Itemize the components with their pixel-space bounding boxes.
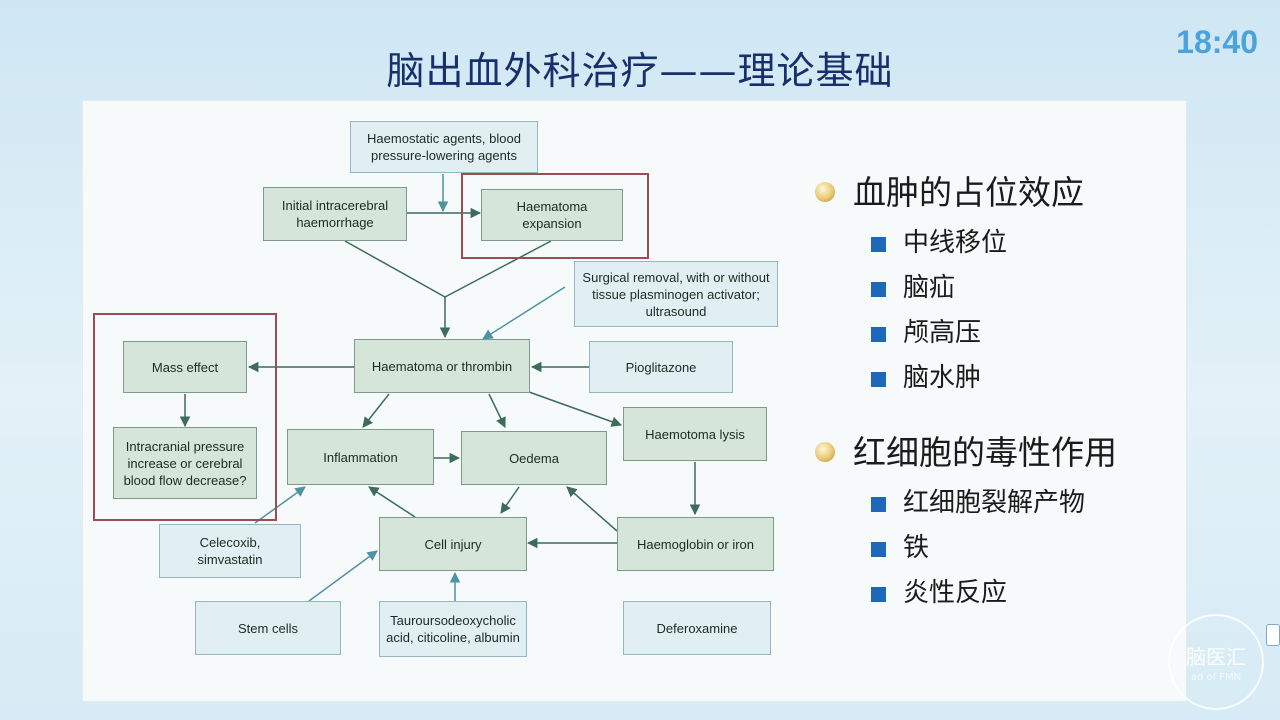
bullet-item: 颅高压 bbox=[813, 311, 1173, 356]
slide-panel: Haemostatic agents, blood pressure-lower… bbox=[82, 100, 1187, 702]
bullet-item: 脑疝 bbox=[813, 266, 1173, 311]
box-cell-injury: Cell injury bbox=[379, 517, 527, 571]
box-inflammation: Inflammation bbox=[287, 429, 434, 485]
box-surgical-removal: Surgical removal, with or without tissue… bbox=[574, 261, 778, 327]
arrow-haematoma-lysis bbox=[528, 391, 622, 427]
arrow-surgical-haematoma bbox=[482, 286, 566, 340]
bullet-group-mass-effect: 血肿的占位效应 bbox=[813, 171, 1173, 215]
bullet-item: 中线移位 bbox=[813, 221, 1173, 266]
bullet-item: 脑水肿 bbox=[813, 356, 1173, 401]
box-haematoma-expansion: Haematoma expansion bbox=[481, 189, 623, 241]
line-initial-converge bbox=[344, 240, 446, 298]
watermark-logo: 脑医汇 ad of FMN bbox=[1168, 614, 1264, 710]
square-bullet-icon bbox=[871, 237, 886, 252]
bullet-item: 铁 bbox=[813, 526, 1173, 571]
square-bullet-icon bbox=[871, 327, 886, 342]
box-haemotoma-lysis: Haemotoma lysis bbox=[623, 407, 767, 461]
bullet-list: 血肿的占位效应 中线移位 脑疝 颅高压 脑水肿 红细胞的毒性作用 红细胞裂解产物… bbox=[813, 171, 1173, 616]
box-mass-effect: Mass effect bbox=[123, 341, 247, 393]
bullet-dot-icon bbox=[815, 442, 835, 462]
watermark-text: 脑医汇 bbox=[1186, 645, 1246, 669]
bullet-item-text: 铁 bbox=[903, 533, 930, 563]
square-bullet-icon bbox=[871, 372, 886, 387]
bullet-item-text: 脑疝 bbox=[903, 273, 956, 303]
box-celecoxib: Celecoxib, simvastatin bbox=[159, 524, 301, 578]
diagram-arrows bbox=[179, 174, 701, 602]
arrow-haemoglobin-oedema bbox=[566, 486, 618, 532]
clock-display: 18:40 bbox=[1176, 24, 1258, 60]
box-haemostatic-agents: Haemostatic agents, blood pressure-lower… bbox=[350, 121, 538, 173]
square-bullet-icon bbox=[871, 542, 886, 557]
square-bullet-icon bbox=[871, 497, 886, 512]
bullet-title: 血肿的占位效应 bbox=[853, 173, 1084, 212]
bullet-item-text: 脑水肿 bbox=[903, 363, 982, 393]
square-bullet-icon bbox=[871, 282, 886, 297]
box-haemoglobin: Haemoglobin or iron bbox=[617, 517, 774, 571]
bullet-item-text: 炎性反应 bbox=[903, 578, 1008, 608]
box-intracranial-pressure: Intracranial pressure increase or cerebr… bbox=[113, 427, 257, 499]
bullet-dot-icon bbox=[815, 182, 835, 202]
box-stem-cells: Stem cells bbox=[195, 601, 341, 655]
watermark-tag-icon bbox=[1266, 624, 1280, 646]
arrow-stemcells-cellinjury bbox=[308, 550, 378, 602]
bullet-item-text: 红细胞裂解产物 bbox=[903, 488, 1086, 518]
bullet-item-text: 颅高压 bbox=[903, 318, 982, 348]
arrow-haematoma-inflammation bbox=[362, 393, 390, 428]
highlight-frame-mass-effect bbox=[93, 313, 277, 521]
arrow-oedema-cellinjury bbox=[500, 486, 520, 514]
highlight-frame-expansion bbox=[461, 173, 649, 259]
square-bullet-icon bbox=[871, 587, 886, 602]
watermark-subtext: ad of FMN bbox=[1190, 672, 1242, 683]
box-initial-haemorrhage: Initial intracerebral haemorrhage bbox=[263, 187, 407, 241]
page-title: 脑出血外科治疗——理论基础 bbox=[386, 49, 894, 93]
arrow-cellinjury-inflammation bbox=[368, 486, 416, 518]
arrow-celecoxib-inflammation bbox=[254, 486, 306, 524]
arrow-haematoma-oedema bbox=[488, 393, 506, 428]
bullet-item: 炎性反应 bbox=[813, 571, 1173, 616]
bullet-group-rbc-toxicity: 红细胞的毒性作用 bbox=[813, 431, 1173, 475]
bullet-item-text: 中线移位 bbox=[903, 228, 1008, 258]
box-haematoma-thrombin: Haematoma or thrombin bbox=[354, 339, 530, 393]
bullet-item: 红细胞裂解产物 bbox=[813, 481, 1173, 526]
box-pioglitazone: Pioglitazone bbox=[589, 341, 733, 393]
box-oedema: Oedema bbox=[461, 431, 607, 485]
line-expansion-converge bbox=[444, 240, 552, 298]
box-tauroursodeoxycholic: Tauroursodeoxycholic acid, citicoline, a… bbox=[379, 601, 527, 657]
box-deferoxamine: Deferoxamine bbox=[623, 601, 771, 655]
bullet-title: 红细胞的毒性作用 bbox=[853, 433, 1117, 472]
